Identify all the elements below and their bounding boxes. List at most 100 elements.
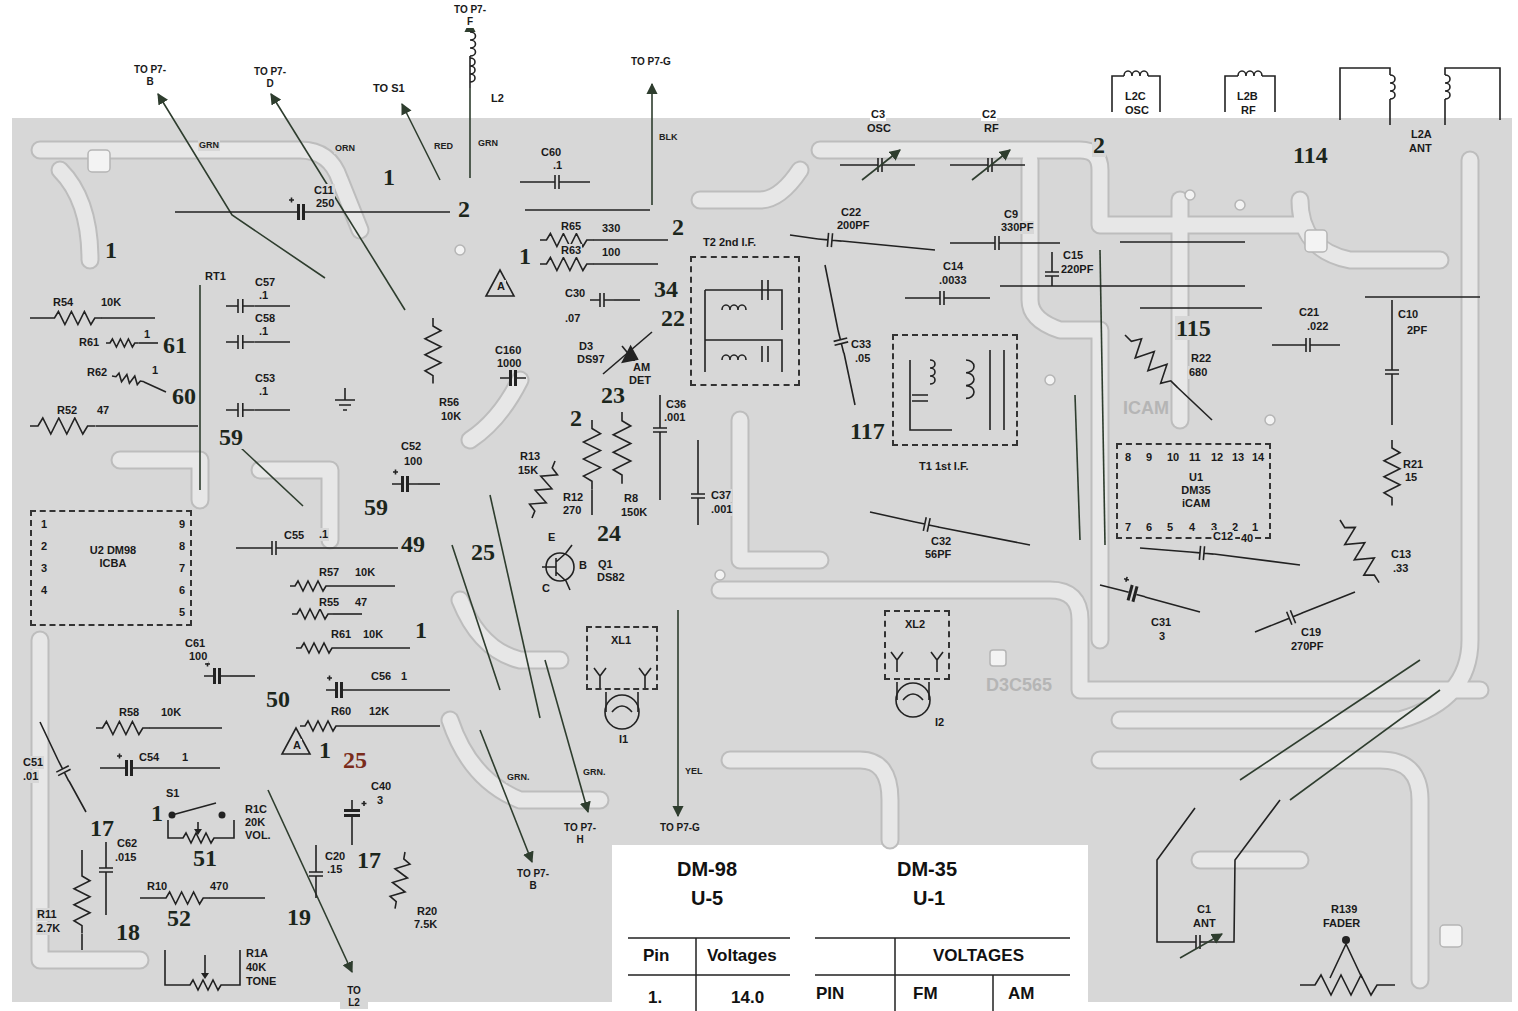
part-label: C32 [930,535,952,548]
components-part [194,829,202,835]
components-part [288,198,314,221]
components-part [896,683,930,717]
components-part [912,395,928,401]
components-part [1120,242,1480,308]
components-part [1189,545,1214,561]
part-label: C60 [540,146,562,159]
callout-number: 25 [470,540,496,564]
box-heading: T2 2nd I.F. [702,236,757,249]
part-label: .0033 [938,274,968,287]
part-label: 100 [403,455,423,468]
components-part [930,360,935,384]
part-label: C2 [981,108,997,121]
mounting-pads-part [1045,375,1055,385]
callout-number: 52 [166,906,192,930]
copper-traces-part-part [1100,760,1420,980]
components-part [1157,800,1280,942]
components-part [201,973,209,979]
wire-destination: TO P7-G [630,56,672,68]
box-text: 11 [1188,451,1202,464]
components-part [236,547,398,549]
box-heading: T1 1st I.F. [918,460,970,473]
l2-coil-part [470,58,475,82]
part-label: 40 [1240,532,1254,545]
mounting-pads-part [1440,925,1462,947]
components-part [226,335,255,349]
part-label: L2C [1124,90,1147,103]
part-label: C30 [564,287,586,300]
part-label: C61 [184,637,206,650]
ic-box: 891011121314U1 DM35 iCAM7654321 [1116,443,1271,539]
callout-number: 2 [457,197,471,221]
part-label: R52 [56,404,78,417]
table-title: DM-35 [896,857,958,881]
wire-destination: TO P7-G [659,822,701,834]
socket-box: XL1 [586,626,658,690]
copper-traces-part-part [1171,200,1190,420]
table-cell: VOLTAGES [932,946,1025,966]
part-label: C [541,582,551,595]
components-part [172,803,216,815]
wire-destination: TO P7-D [250,66,290,90]
copper-traces-part-part [1100,760,1420,980]
ic-box: 123498765U2 DM98 ICBA [30,510,192,626]
copper-traces-part-part [470,380,520,440]
part-label: L2 [490,92,505,105]
part-label: R8 [623,492,639,505]
box-text: 3 [40,562,48,575]
part-label: C36 [665,398,687,411]
components-part [862,150,900,180]
part-label: R139 [1330,903,1358,916]
part-label: RF [983,122,1000,135]
part-label: C37 [710,489,732,502]
components-part [292,609,333,619]
mounting-pads-part [455,245,465,255]
part-label: 3 [376,794,384,807]
components-part [168,820,234,838]
part-label: R13 [519,450,541,463]
callout-number: 19 [286,905,312,929]
components-part [81,850,83,950]
components-part [722,305,746,310]
wire-destination: TO P7-B [513,868,553,892]
l2-coil-part [470,32,476,56]
part-label: R56 [438,396,460,409]
components-part [1100,585,1200,612]
part-label: AM [632,361,651,374]
components-part [290,581,331,591]
part-label: C57 [254,276,276,289]
part-label: 20K [244,816,266,829]
part-label: Q1 [597,558,614,571]
copper-traces-part-part [730,760,890,840]
transformer-box: T1 1st I.F. [892,334,1018,446]
part-label: C51 [22,756,44,769]
part-label: I1 [618,733,629,746]
callout-number: 2 [1092,133,1106,157]
voltage-table [628,938,1070,1011]
components [30,68,1500,995]
part-label: 150K [620,506,648,519]
components-part [1177,387,1212,420]
copper-traces-part-part [450,720,600,800]
callout-number: 1 [414,618,428,642]
wire-color: GRN. [506,772,531,783]
part-label: DET [628,374,652,387]
wires-part [1100,250,1105,545]
box-text: 13 [1231,451,1245,464]
copper-traces-part-part [1200,851,1300,870]
box-text: 6 [178,584,186,597]
box-text: 14 [1251,451,1265,464]
part-label: R12 [562,491,584,504]
components-part [106,339,139,347]
part-label: 1 [143,328,151,341]
components-part [255,409,290,411]
copper-traces-part-part [120,460,200,500]
part-label: 470 [209,880,229,893]
components-part [1300,944,1395,985]
part-label: R11 [36,908,58,921]
mounting-pads-part [715,570,725,580]
callout-number: 1 [104,238,118,262]
mounting-pads-part [88,150,110,172]
components-part [897,682,929,700]
